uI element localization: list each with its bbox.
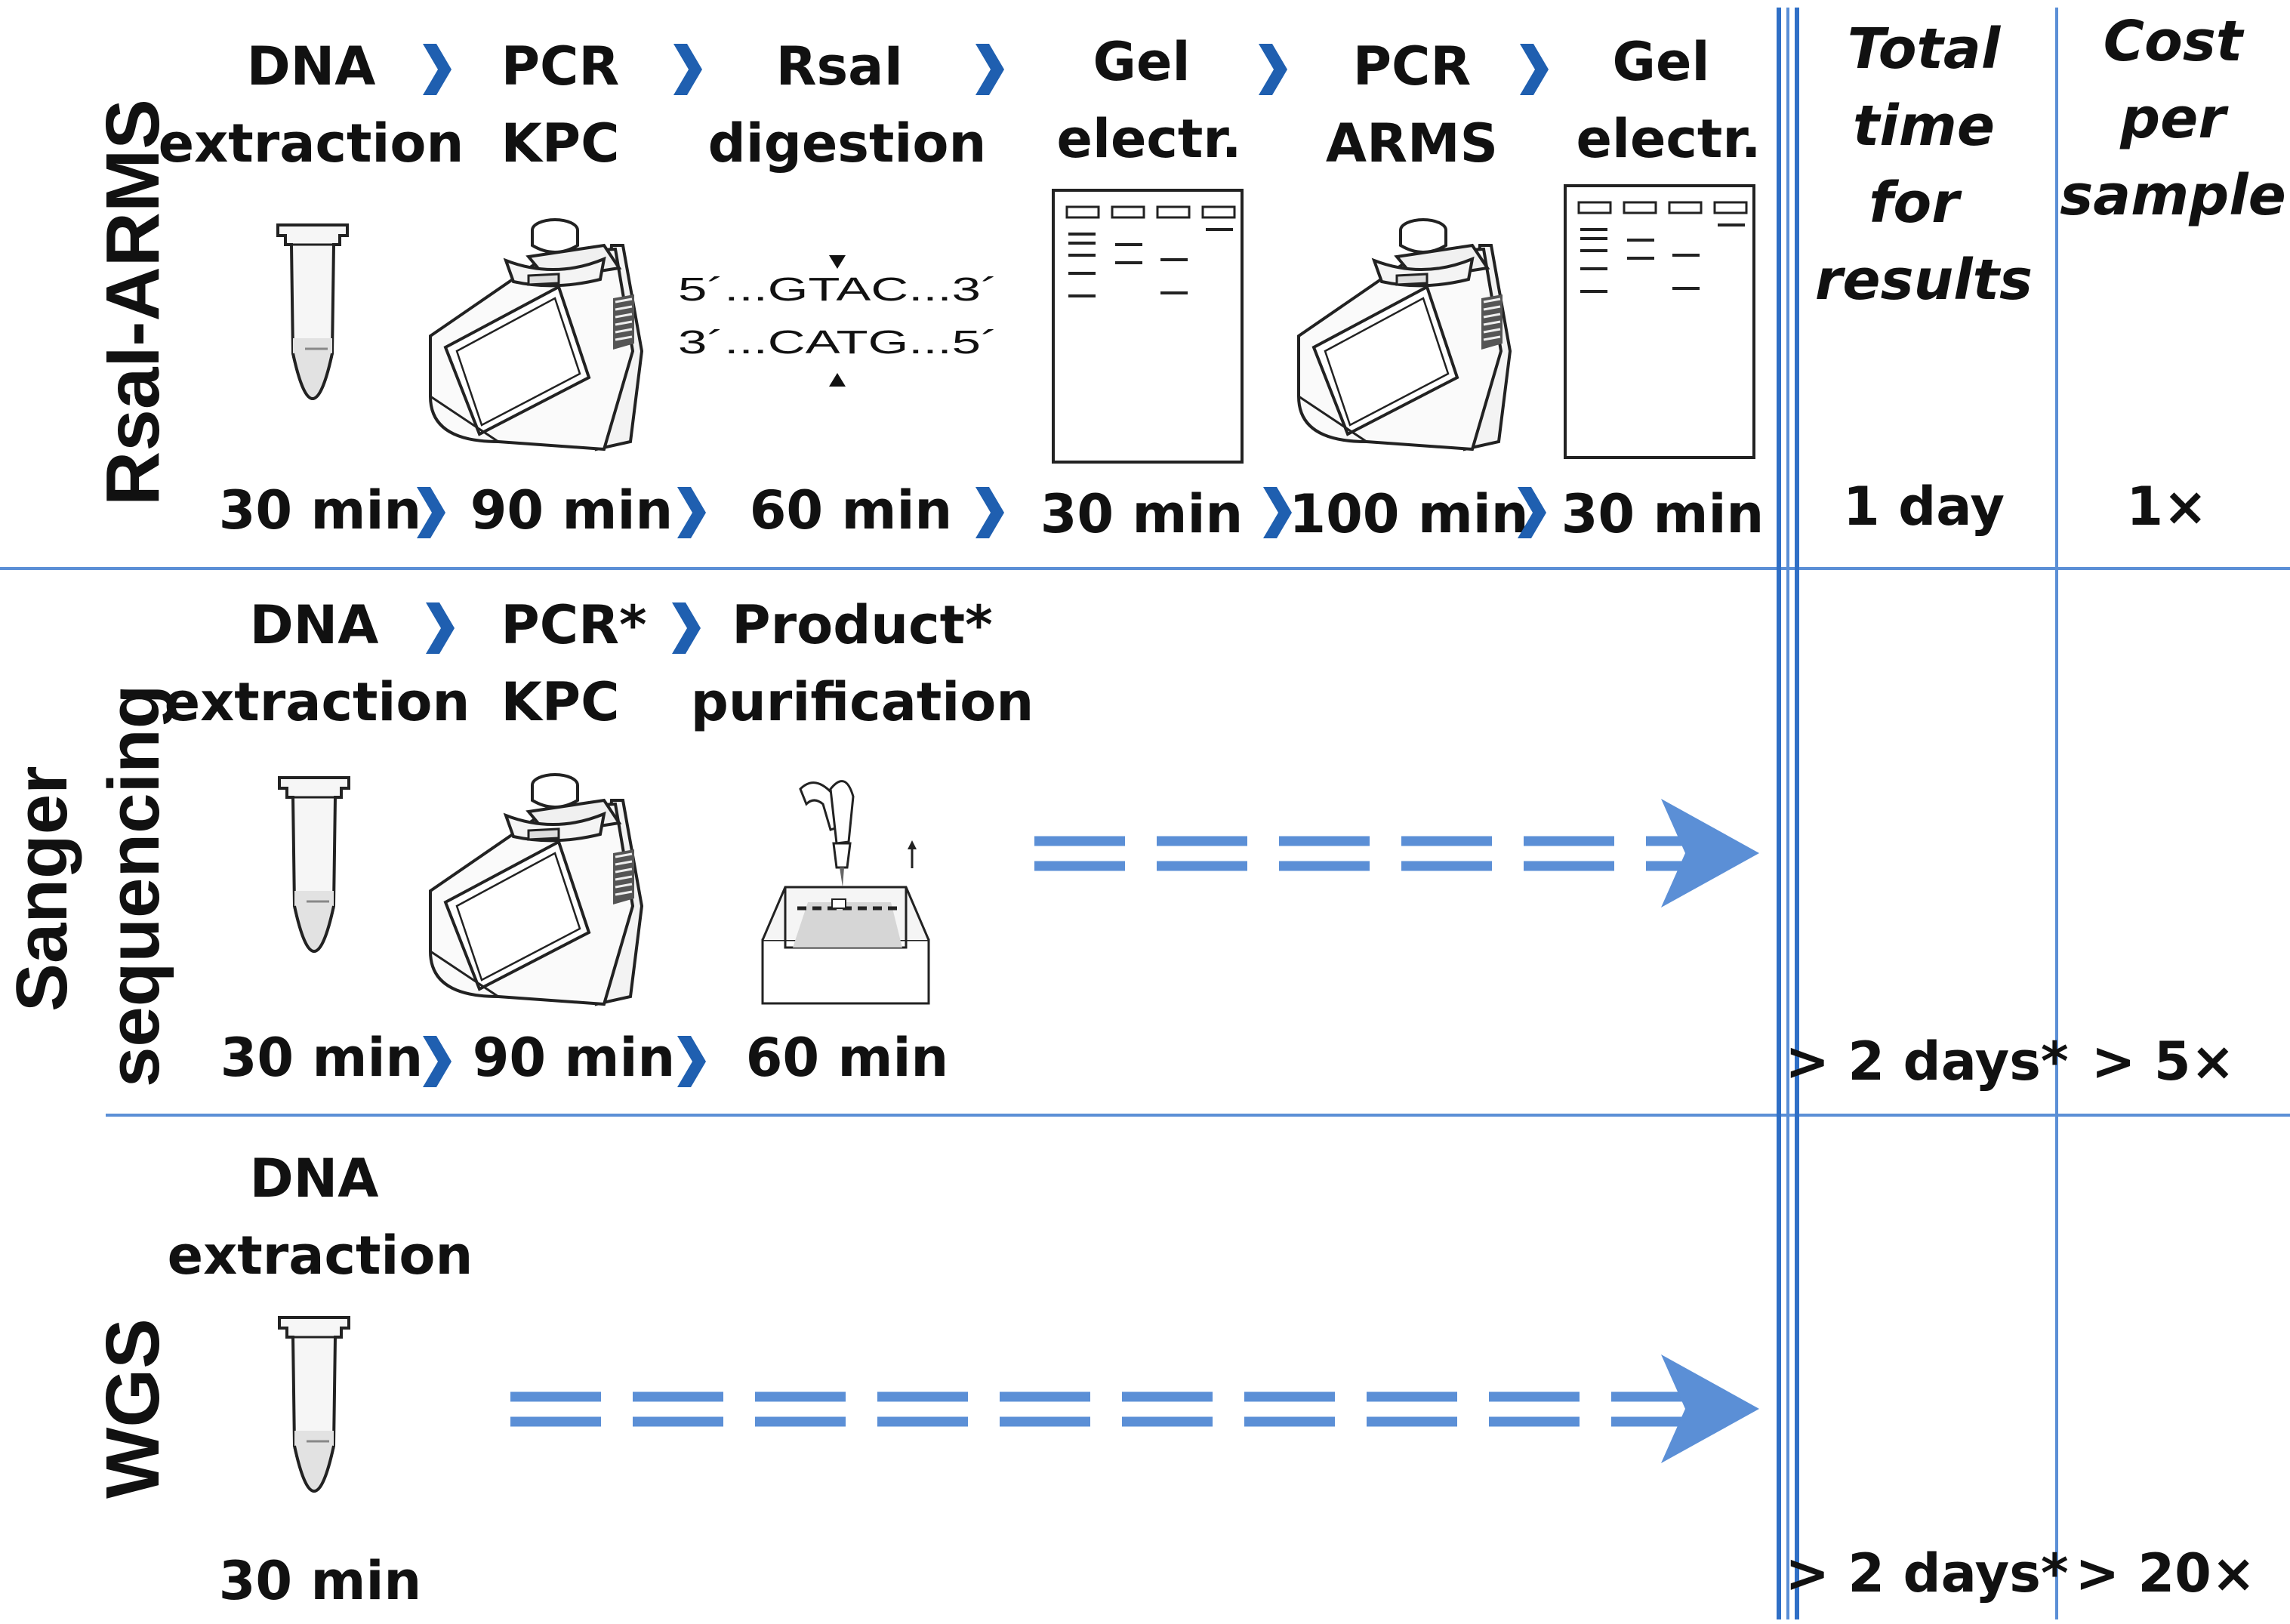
- step-label-line1: Gel: [1613, 31, 1710, 93]
- chevron-right-icon: [677, 487, 706, 538]
- row-label-sanger-line2: sequencing: [94, 685, 174, 1087]
- header-total-time-line1: Total: [1848, 17, 2002, 82]
- sanger-pending-arrow: [1034, 799, 1759, 908]
- sanger-step-dna-extraction: DNA extraction 30 min: [165, 594, 470, 1089]
- step-time: 60 min: [750, 479, 953, 541]
- header-cost-line2: per: [2119, 86, 2229, 151]
- arrow-head-icon: [1661, 1354, 1759, 1463]
- purification-icon: [763, 781, 929, 1003]
- step-label-line2: digestion: [708, 112, 987, 174]
- sanger-total-time: > 2 days*: [1785, 1031, 2068, 1092]
- wgs-total-time: > 2 days*: [1785, 1542, 2068, 1604]
- step-time: 30 min: [219, 479, 422, 541]
- step-time: 100 min: [1289, 483, 1528, 545]
- step-label-line1: RsaI: [776, 35, 904, 97]
- step-label-line1: PCR*: [501, 594, 646, 656]
- sequence-bottom: 3´...CATG...5´: [678, 324, 998, 361]
- header-total-time-line3: for: [1869, 171, 1962, 236]
- chevron-right-icon: [1263, 487, 1292, 538]
- header-total-time-line2: time: [1853, 94, 1995, 159]
- chevron-right-icon: [426, 602, 455, 654]
- chevron-right-icon: [975, 487, 1004, 538]
- step-label-line1: DNA: [247, 35, 376, 97]
- arrow-head-icon: [1661, 799, 1759, 908]
- step-label-line2: purification: [691, 671, 1034, 733]
- thermocycler-icon: [429, 218, 643, 451]
- step-time: 30 min: [1040, 483, 1244, 545]
- rsai-step-dna-extraction: DNA extraction 30 min: [159, 35, 464, 541]
- step-label-line1: Product*: [732, 594, 992, 656]
- sanger-step-pcr-kpc: PCR* KPC 90 min: [429, 594, 676, 1089]
- row-label-rsai-arms: RsaI-ARMS: [91, 99, 175, 506]
- tube-icon: [276, 223, 349, 400]
- step-time: 30 min: [220, 1027, 424, 1089]
- restriction-site-icon: 5´...GTAC...3´ 3´...CATG...5´: [678, 255, 998, 387]
- step-time: 30 min: [1561, 483, 1765, 545]
- gel-icon: [1052, 189, 1244, 464]
- chevron-right-icon: [677, 1036, 706, 1087]
- rsai-step-pcr-kpc: PCR KPC 90 min: [429, 35, 673, 541]
- gel-icon: [1564, 184, 1755, 459]
- step-time: 90 min: [470, 479, 673, 541]
- header-cost-line1: Cost: [2104, 9, 2245, 74]
- sanger-step-purification: Product* purification 60 min: [691, 594, 1034, 1089]
- wgs-pending-arrow: [510, 1354, 1759, 1463]
- thermocycler-icon: [1297, 218, 1512, 451]
- step-label-line2: electr.: [1576, 108, 1761, 170]
- chevron-right-icon: [672, 602, 701, 654]
- rsai-step-digestion: RsaI digestion 5´...GTAC...3´ 3´...CATG.…: [678, 35, 998, 541]
- step-label-line1: DNA: [250, 1148, 379, 1210]
- rsai-step-pcr-arms: PCR ARMS 100 min: [1289, 35, 1528, 545]
- chevron-right-icon: [1520, 44, 1549, 95]
- cut-site-bottom-marker: [829, 373, 846, 387]
- step-label-line1: PCR: [1353, 35, 1472, 97]
- step-label-line2: ARMS: [1326, 112, 1498, 174]
- row-label-wgs: WGS: [91, 1318, 175, 1499]
- header-total-time-line4: results: [1815, 248, 2033, 313]
- wgs-step-dna-extraction: DNA extraction 30 min: [168, 1148, 473, 1612]
- rsai-step-gel-2: Gel electr. 30 min: [1561, 31, 1765, 545]
- step-label-line2: extraction: [168, 1225, 473, 1287]
- chevron-right-icon: [423, 44, 452, 95]
- chevron-right-icon: [1259, 44, 1287, 95]
- tube-icon: [278, 1316, 350, 1493]
- step-time: 90 min: [473, 1027, 676, 1089]
- step-label-line2: extraction: [159, 112, 464, 174]
- chevron-right-icon: [423, 1036, 452, 1087]
- sanger-cost: > 5×: [2091, 1031, 2235, 1092]
- chevron-right-icon: [975, 44, 1004, 95]
- step-label-line2: extraction: [165, 671, 470, 733]
- header-total-time: Total time for results: [1815, 17, 2033, 313]
- step-label-line1: PCR: [501, 35, 620, 97]
- cut-site-top-marker: [829, 255, 846, 269]
- step-label-line1: Gel: [1093, 31, 1191, 93]
- thermocycler-icon: [429, 773, 643, 1006]
- sequence-top: 5´...GTAC...3´: [678, 271, 998, 308]
- step-time: 30 min: [219, 1550, 422, 1612]
- rsai-total-time: 1 day: [1843, 476, 2005, 538]
- table-grid: [0, 8, 2290, 1619]
- step-time: 60 min: [746, 1027, 949, 1089]
- header-cost: Cost per sample: [2060, 9, 2286, 228]
- header-cost-line3: sample: [2060, 163, 2286, 228]
- step-label-line2: KPC: [501, 112, 620, 174]
- step-label-line1: DNA: [250, 594, 379, 656]
- rsai-step-gel-1: Gel electr. 30 min: [1040, 31, 1244, 545]
- step-label-line2: electr.: [1056, 108, 1241, 170]
- wgs-cost: > 20×: [2075, 1542, 2255, 1604]
- rsai-cost: 1×: [2126, 476, 2207, 538]
- chevron-right-icon: [673, 44, 702, 95]
- row-label-sanger-line1: Sanger: [2, 766, 82, 1012]
- step-label-line2: KPC: [501, 671, 620, 733]
- tube-icon: [278, 776, 350, 953]
